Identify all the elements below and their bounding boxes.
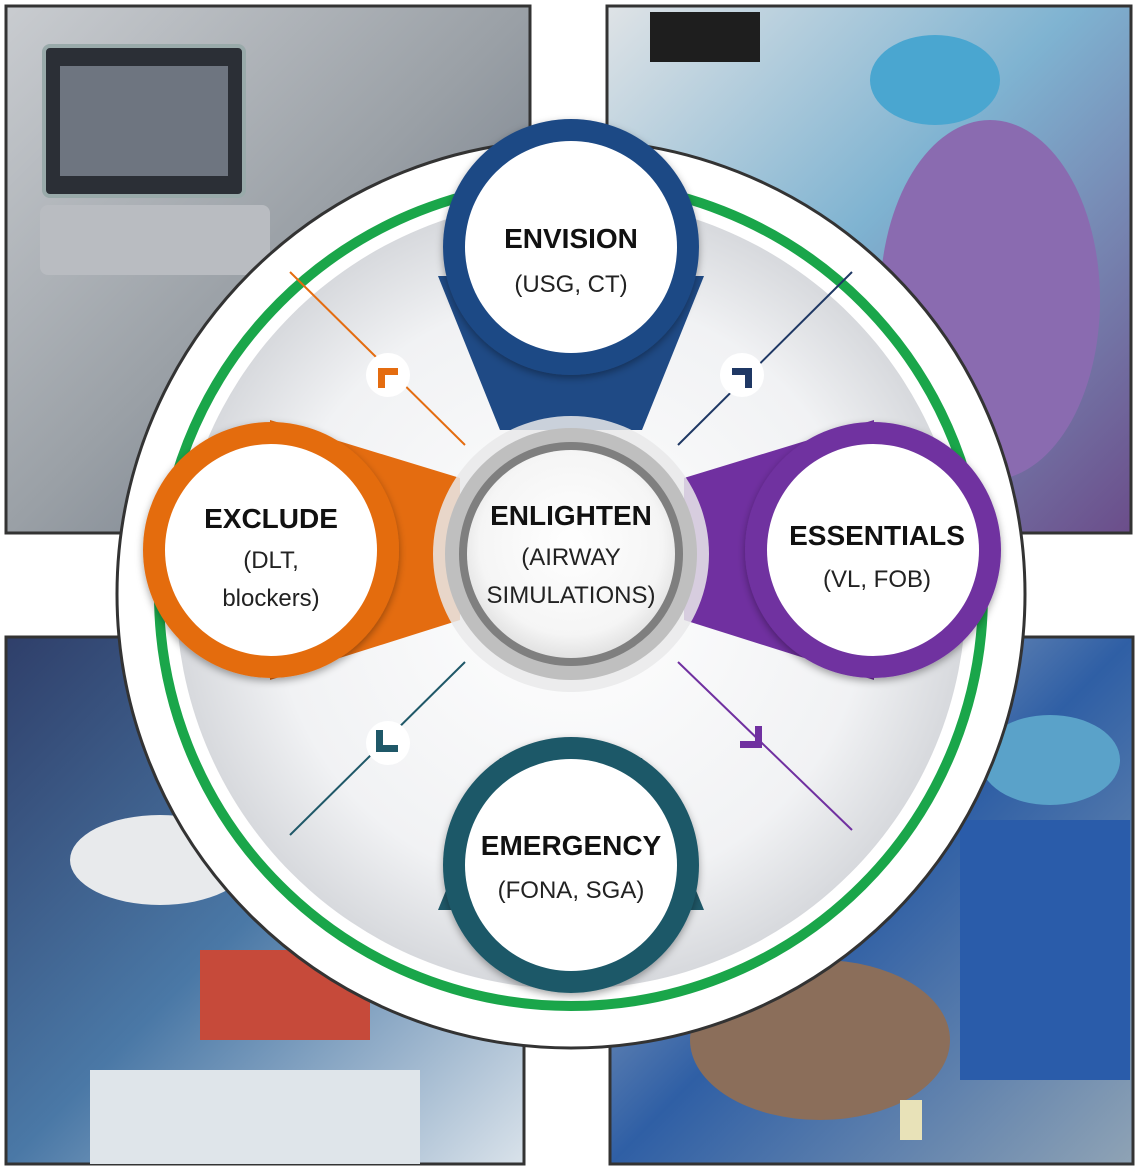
node-exclude: EXCLUDE (DLT, blockers) bbox=[143, 420, 460, 680]
enlighten-subtitle-line2: SIMULATIONS) bbox=[487, 582, 656, 609]
envision-title: ENVISION bbox=[504, 223, 638, 254]
exclude-title: EXCLUDE bbox=[204, 503, 338, 534]
connector-line-br bbox=[677, 661, 853, 831]
node-essentials: ESSENTIALS (VL, FOB) bbox=[684, 420, 1001, 680]
chevron-up-left-icon bbox=[366, 353, 410, 397]
node-enlighten: ENLIGHTEN (AIRWAY SIMULATIONS) bbox=[433, 416, 709, 692]
emergency-subtitle: (FONA, SGA) bbox=[498, 877, 645, 904]
exclude-subtitle-line1: (DLT, bbox=[243, 547, 299, 574]
essentials-subtitle: (VL, FOB) bbox=[823, 566, 931, 593]
chevron-down-left-icon bbox=[366, 721, 410, 765]
connector-line-tr bbox=[677, 271, 853, 446]
chevron-up-right-icon bbox=[720, 353, 764, 397]
chevron-down-right-icon bbox=[740, 726, 762, 748]
enlighten-subtitle-line1: (AIRWAY bbox=[521, 544, 621, 571]
exclude-subtitle-line2: blockers) bbox=[222, 585, 319, 612]
node-envision: ENVISION (USG, CT) bbox=[438, 119, 704, 430]
enlighten-title: ENLIGHTEN bbox=[490, 500, 652, 531]
node-emergency: EMERGENCY (FONA, SGA) bbox=[438, 737, 704, 993]
emergency-title: EMERGENCY bbox=[481, 830, 662, 861]
envision-subtitle: (USG, CT) bbox=[514, 271, 627, 298]
essentials-title: ESSENTIALS bbox=[789, 520, 965, 551]
